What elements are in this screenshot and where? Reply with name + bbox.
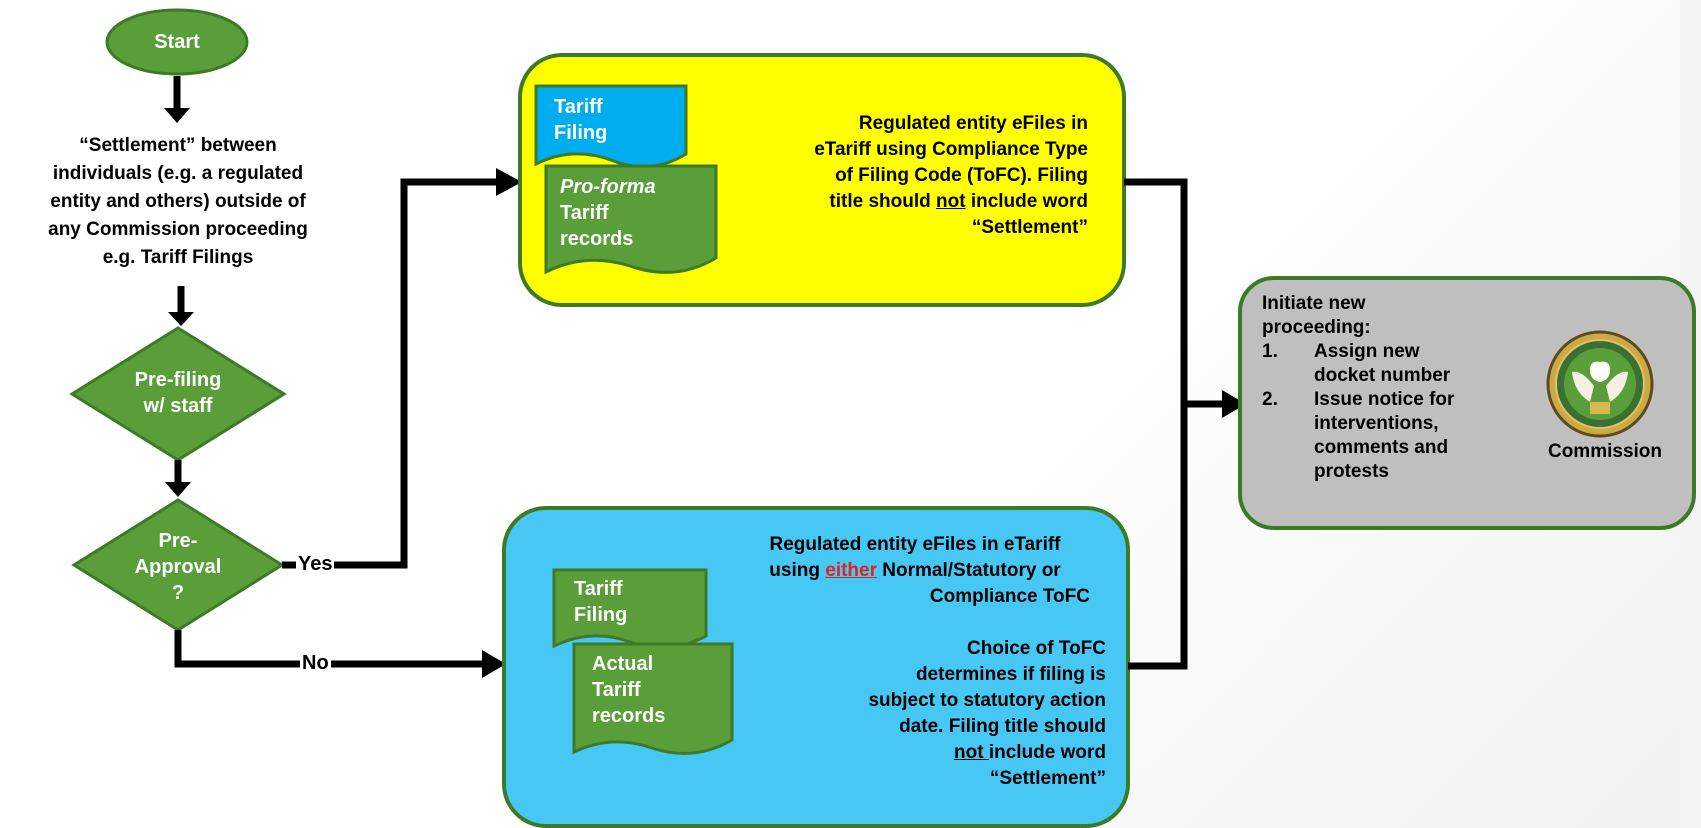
no-label: No — [300, 652, 331, 675]
desc-line: not include word — [740, 740, 1106, 766]
desc-line: proceeding: — [1262, 317, 1371, 338]
yes-label: Yes — [296, 553, 335, 576]
proceeding-description: Initiate new proceeding: 1. Assign new d… — [1262, 292, 1512, 484]
arrowhead — [482, 650, 506, 678]
commission-seal-icon — [1546, 330, 1654, 438]
blue-doc1-label: Tariff Filing — [574, 576, 627, 628]
arrowhead — [164, 108, 190, 123]
preapproval-line: ? — [171, 582, 185, 604]
start-label: Start — [154, 31, 200, 53]
desc-line: Regulated entity eFiles in eTariff — [769, 534, 1061, 555]
desc-line: Compliance ToFC — [929, 586, 1090, 607]
yes-path — [282, 178, 504, 569]
yellow-box-description: Regulated entity eFiles in eTariff using… — [700, 111, 1088, 241]
arrowhead — [1222, 390, 1246, 418]
doc-line: records — [592, 705, 666, 727]
no-path — [174, 630, 490, 668]
tariff-filing-doc — [534, 84, 688, 169]
proceeding-steps: 1. Assign new docket number 2. Issue not… — [1262, 340, 1512, 484]
prefiling-line: w/ staff — [143, 395, 213, 417]
doc-line-italic: Pro-forma — [560, 176, 656, 198]
preapproval-line: Approval — [134, 556, 222, 578]
step-number: 2. — [1262, 389, 1278, 410]
settlement-line: any Commission proceeding — [48, 219, 308, 240]
blue-box-description-2: Choice of ToFC determines if filing is s… — [740, 636, 1106, 792]
arrowhead — [168, 312, 194, 326]
preapproval-line: Pre- — [158, 530, 198, 552]
start-node — [105, 8, 249, 76]
doc-line: Tariff — [554, 96, 603, 118]
blue-box-description-1: Regulated entity eFiles in eTariff using… — [720, 532, 1110, 610]
step-line: protests — [1314, 461, 1389, 482]
desc-line: Choice of ToFC — [967, 638, 1106, 659]
step-line: comments and — [1314, 437, 1449, 458]
desc-line: title should not include word — [700, 189, 1088, 215]
step-line: docket number — [1314, 365, 1451, 386]
doc-line: Filing — [554, 122, 608, 144]
doc-line: Tariff — [574, 578, 623, 600]
proceeding-step: 1. Assign new docket number — [1262, 340, 1512, 388]
doc-line: records — [560, 228, 634, 250]
not-emphasis: not — [953, 742, 989, 763]
desc-line: using either Normal/Statutory or — [720, 558, 1110, 584]
merge-connector — [1124, 178, 1188, 670]
step-line: interventions, — [1314, 413, 1439, 434]
settlement-description: “Settlement” between individuals (e.g. a… — [0, 132, 356, 272]
desc-line: “Settlement” — [971, 217, 1088, 238]
settlement-line: individuals (e.g. a regulated — [52, 163, 304, 184]
proforma-records-doc — [544, 164, 718, 275]
arrowhead — [165, 482, 191, 497]
settlement-line: entity and others) outside of — [50, 191, 306, 212]
doc-line: Filing — [574, 604, 628, 626]
yellow-doc1-label: Tariff Filing — [554, 94, 607, 146]
either-emphasis: either — [825, 560, 877, 581]
desc-line: Regulated entity eFiles in — [858, 113, 1088, 134]
blue-doc2-label: Actual Tariff records — [592, 651, 665, 729]
step-number: 1. — [1262, 341, 1278, 362]
doc-line: Actual — [592, 653, 654, 675]
yellow-doc2-label: Pro-forma Tariff records — [560, 174, 656, 252]
desc-fragment: using — [769, 560, 826, 581]
desc-line: subject to statutory action — [868, 690, 1106, 711]
desc-line: eTariff using Compliance Type — [814, 139, 1088, 160]
desc-line: Initiate new — [1262, 293, 1366, 314]
desc-line: of Filing Code (ToFC). Filing — [835, 165, 1088, 186]
desc-line: determines if filing is — [915, 664, 1106, 685]
step-line: Issue notice for — [1314, 389, 1455, 410]
prefiling-label: Pre-filing w/ staff — [98, 367, 258, 419]
desc-fragment: title should — [829, 191, 936, 212]
desc-fragment: Normal/Statutory or — [877, 560, 1061, 581]
desc-fragment: include word — [965, 191, 1088, 212]
desc-line: “Settlement” — [989, 768, 1106, 789]
step-line: Assign new — [1314, 341, 1420, 362]
preapproval-label: Pre- Approval ? — [98, 528, 258, 606]
doc-line: Tariff — [560, 202, 609, 224]
actual-records-doc — [572, 642, 734, 755]
settlement-line: “Settlement” between — [79, 135, 277, 156]
not-emphasis: not — [936, 191, 966, 212]
settlement-line: e.g. Tariff Filings — [102, 247, 254, 268]
prefiling-line: Pre-filing — [134, 369, 222, 391]
commission-label: Commission — [1547, 441, 1663, 462]
desc-fragment: include word — [988, 742, 1106, 763]
arrowhead — [496, 168, 522, 196]
tariff-filing-doc — [552, 568, 708, 650]
doc-line: Tariff — [592, 679, 641, 701]
desc-line: date. Filing title should — [899, 716, 1106, 737]
proceeding-step: 2. Issue notice for interventions, comme… — [1262, 388, 1512, 484]
